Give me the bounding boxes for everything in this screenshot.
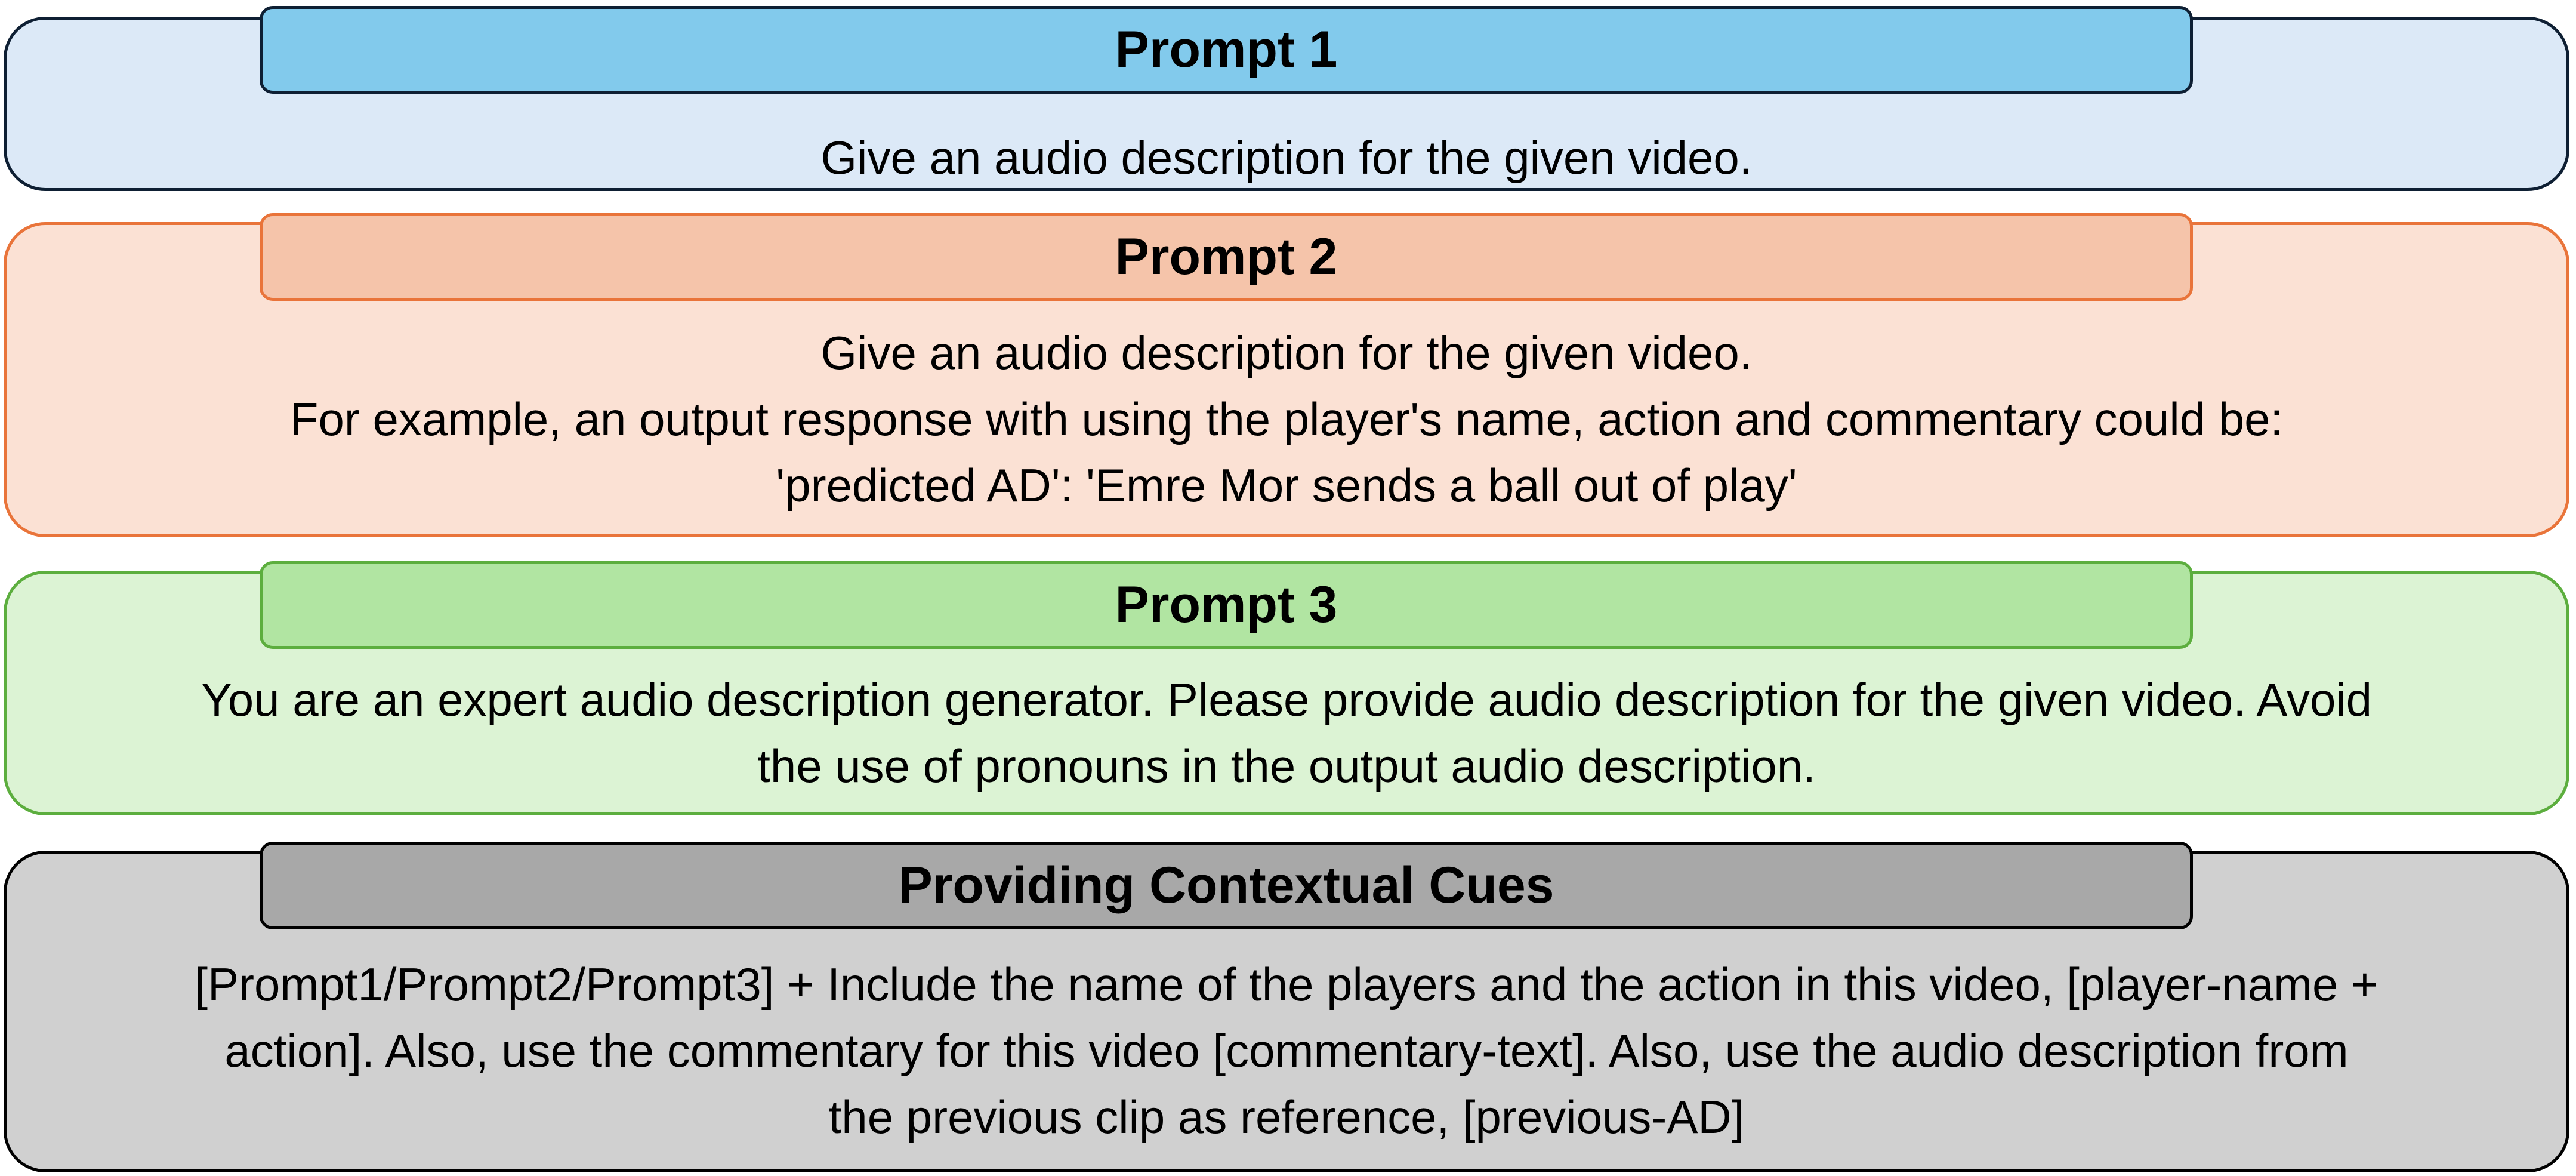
prompt-3-title: Prompt 3	[260, 561, 2193, 649]
contextual-cues-line-3: the previous clip as reference, [previou…	[828, 1090, 1745, 1143]
contextual-cues-body: [Prompt1/Prompt2/Prompt3] + Include the …	[30, 942, 2543, 1159]
prompt-3-line-2: the use of pronouns in the output audio …	[757, 740, 1816, 792]
prompt-3-body: You are an expert audio description gene…	[30, 663, 2543, 803]
prompt-1-line-1: Give an audio description for the given …	[820, 131, 1753, 184]
contextual-cues-line-2: action]. Also, use the commentary for th…	[224, 1024, 2349, 1077]
prompt-1-title: Prompt 1	[260, 6, 2193, 94]
prompt-2-line-1: Give an audio description for the given …	[820, 326, 1753, 379]
contextual-cues-title: Providing Contextual Cues	[260, 842, 2193, 929]
prompt-1-body: Give an audio description for the given …	[30, 110, 2543, 205]
prompt-2-line-3: 'predicted AD': 'Emre Mor sends a ball o…	[776, 458, 1797, 512]
prompt-3-line-1: You are an expert audio description gene…	[200, 673, 2373, 726]
prompt-2-title: Prompt 2	[260, 213, 2193, 301]
prompt-2-body: Give an audio description for the given …	[30, 315, 2543, 524]
contextual-cues-line-1: [Prompt1/Prompt2/Prompt3] + Include the …	[195, 958, 2378, 1011]
prompt-2-line-2: For example, an output response with usi…	[289, 392, 2284, 445]
